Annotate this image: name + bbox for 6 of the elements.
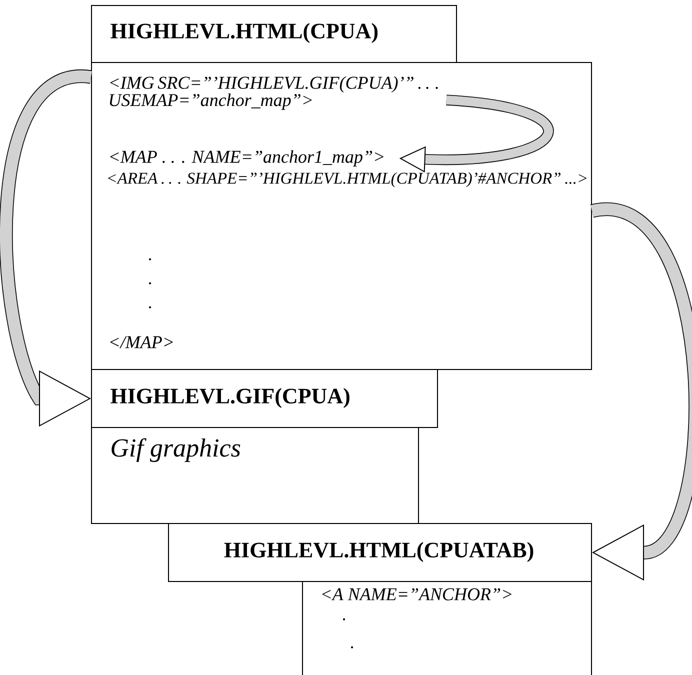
- file-title-box: HIGHLEVL.HTML(CPUA): [91, 5, 457, 63]
- content-box: Gif graphics: [91, 427, 419, 524]
- curved-arrow: [592, 204, 692, 581]
- code-box: <A NAME=”ANCHOR”> . .: [302, 581, 592, 675]
- code-text: <MAP . . . NAME=”anchor1_map”>: [110, 150, 384, 167]
- code-text: <IMG SRC=”’HIGHLEVL.GIF(CPUA)’” . . . USEMAP=”anchor_map”>: [110, 76, 438, 110]
